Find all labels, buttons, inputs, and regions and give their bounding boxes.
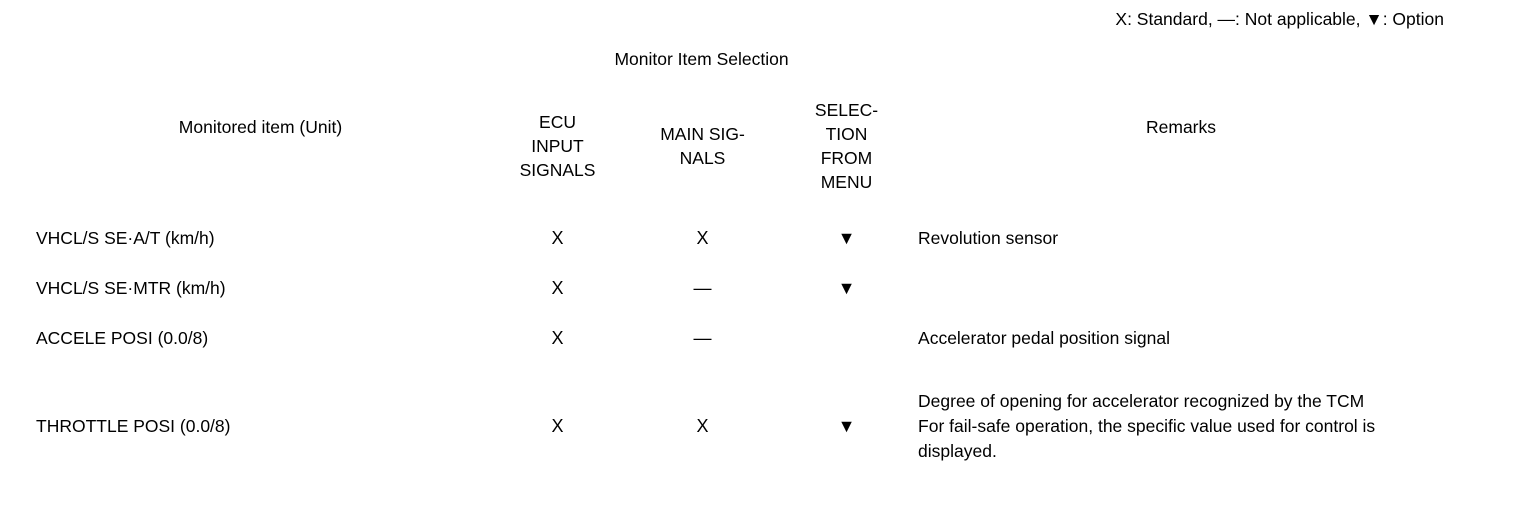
cell-remarks: [918, 263, 1444, 313]
cell-ecu-input-signals: X: [551, 327, 564, 348]
cell-ecu-input-signals: X: [551, 277, 564, 298]
cell-main-signals: X: [696, 416, 709, 436]
header-monitored-item: Monitored item (Unit): [178, 116, 343, 137]
cell-monitored-item: VHCL/S SE·MTR (km/h): [36, 277, 226, 298]
table-row: ACCELE POSI (0.0/8) X — Accelerator peda…: [36, 313, 1444, 363]
symbol-legend: X: Standard, —: Not applicable, ▼: Optio…: [1115, 9, 1444, 29]
cell-main-signals: X: [696, 227, 709, 248]
header-selection-from-menu: SELEC- TION FROM MENU: [814, 99, 879, 192]
cell-ecu-input-signals: X: [551, 416, 564, 436]
header-ecu-input-signals: ECU INPUT SIGNALS: [519, 111, 596, 180]
cell-monitored-item: VHCL/S SE·A/T (km/h): [36, 227, 215, 248]
cell-selection-from-menu: ▼: [837, 416, 856, 436]
monitor-item-table-wrapper: Monitored item (Unit) Monitor Item Selec…: [36, 40, 1444, 490]
cell-remarks: Revolution sensor: [918, 227, 1059, 248]
header-main-signals: MAIN SIG- NALS: [660, 123, 745, 168]
header-monitor-item-selection: Monitor Item Selection: [614, 49, 789, 69]
table-body: VHCL/S SE·A/T (km/h) X X ▼ Revolution se…: [36, 213, 1444, 490]
cell-remarks: Accelerator pedal position signal: [918, 327, 1170, 348]
table-row: THROTTLE POSI (0.0/8) X X ▼ Degree of op…: [36, 363, 1444, 490]
table-row: VHCL/S SE·A/T (km/h) X X ▼ Revolution se…: [36, 213, 1444, 263]
cell-selection-from-menu: [775, 313, 918, 363]
table-header: Monitored item (Unit) Monitor Item Selec…: [36, 40, 1444, 213]
cell-monitored-item: THROTTLE POSI (0.0/8): [36, 416, 231, 436]
cell-main-signals: —: [693, 327, 712, 348]
cell-main-signals: —: [693, 277, 712, 298]
cell-remarks: Degree of opening for accelerator recogn…: [918, 391, 1376, 461]
cell-ecu-input-signals: X: [551, 227, 564, 248]
cell-selection-from-menu: ▼: [837, 277, 856, 298]
table-row: VHCL/S SE·MTR (km/h) X — ▼: [36, 263, 1444, 313]
header-row-sub: ECU INPUT SIGNALS MAIN SIG- NALS SELEC- …: [36, 78, 1444, 213]
monitor-item-table: Monitored item (Unit) Monitor Item Selec…: [36, 40, 1444, 490]
cell-monitored-item: ACCELE POSI (0.0/8): [36, 327, 209, 348]
cell-selection-from-menu: ▼: [837, 227, 856, 248]
header-remarks: Remarks: [1146, 116, 1217, 137]
header-row-group: Monitored item (Unit) Monitor Item Selec…: [36, 40, 1444, 137]
